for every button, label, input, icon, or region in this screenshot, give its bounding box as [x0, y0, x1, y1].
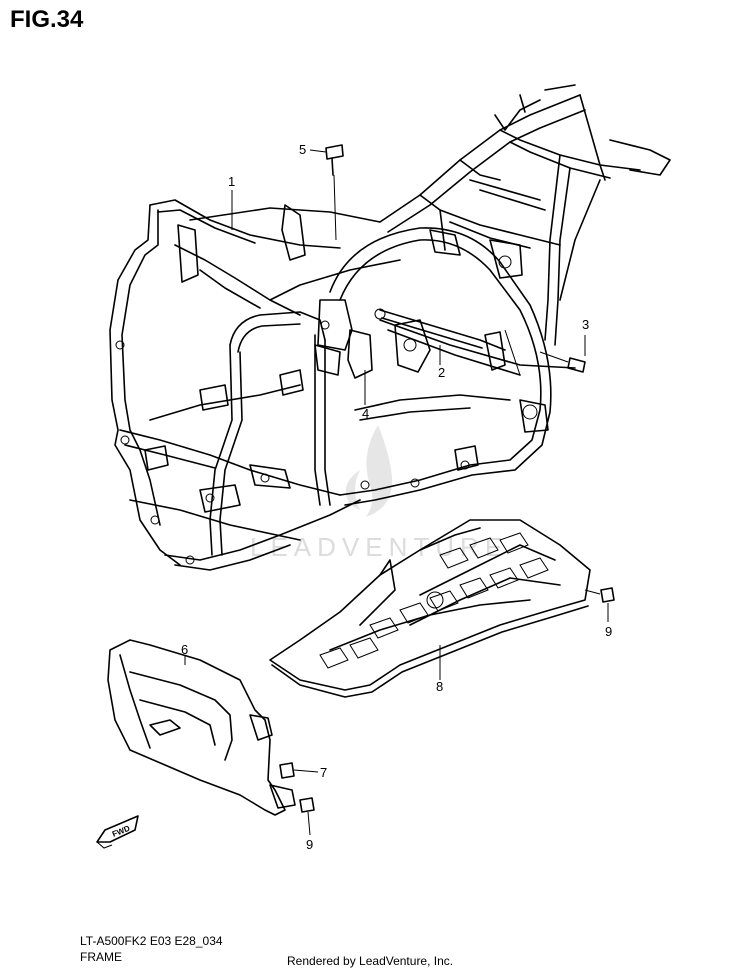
bolt-9-upper-drawing — [584, 587, 615, 603]
callout-7: 7 — [320, 765, 327, 780]
callout-4: 4 — [362, 406, 369, 421]
bolt-3-drawing — [539, 351, 586, 373]
callout-2: 2 — [438, 365, 445, 380]
callout-8: 8 — [436, 679, 443, 694]
callout-1: 1 — [228, 174, 235, 189]
render-credit: Rendered by LeadVenture, Inc. — [287, 954, 454, 968]
fwd-arrow: FWD — [96, 815, 139, 849]
section-name: FRAME — [80, 950, 122, 964]
skid-plate-8-drawing — [269, 519, 591, 698]
callout-9-lower: 9 — [306, 837, 313, 852]
main-frame-drawing — [109, 84, 671, 571]
parts-diagram: LEADVENTURE — [96, 84, 671, 852]
callout-3: 3 — [582, 317, 589, 332]
callout-5: 5 — [299, 142, 306, 157]
watermark-text: LEADVENTURE — [250, 532, 508, 562]
model-code: LT-A500FK2 E03 E28_034 — [80, 934, 223, 948]
watermark-logo: LEADVENTURE — [250, 425, 508, 562]
bolt-5-drawing — [325, 144, 344, 241]
bolt-7-drawing — [279, 762, 319, 779]
front-guard-6-drawing — [107, 639, 296, 816]
callout-6: 6 — [181, 642, 188, 657]
bolt-9-lower-drawing — [299, 797, 315, 836]
callout-9-upper: 9 — [605, 624, 612, 639]
leader-lines — [184, 149, 609, 680]
figure-title: FIG.34 — [10, 6, 84, 33]
